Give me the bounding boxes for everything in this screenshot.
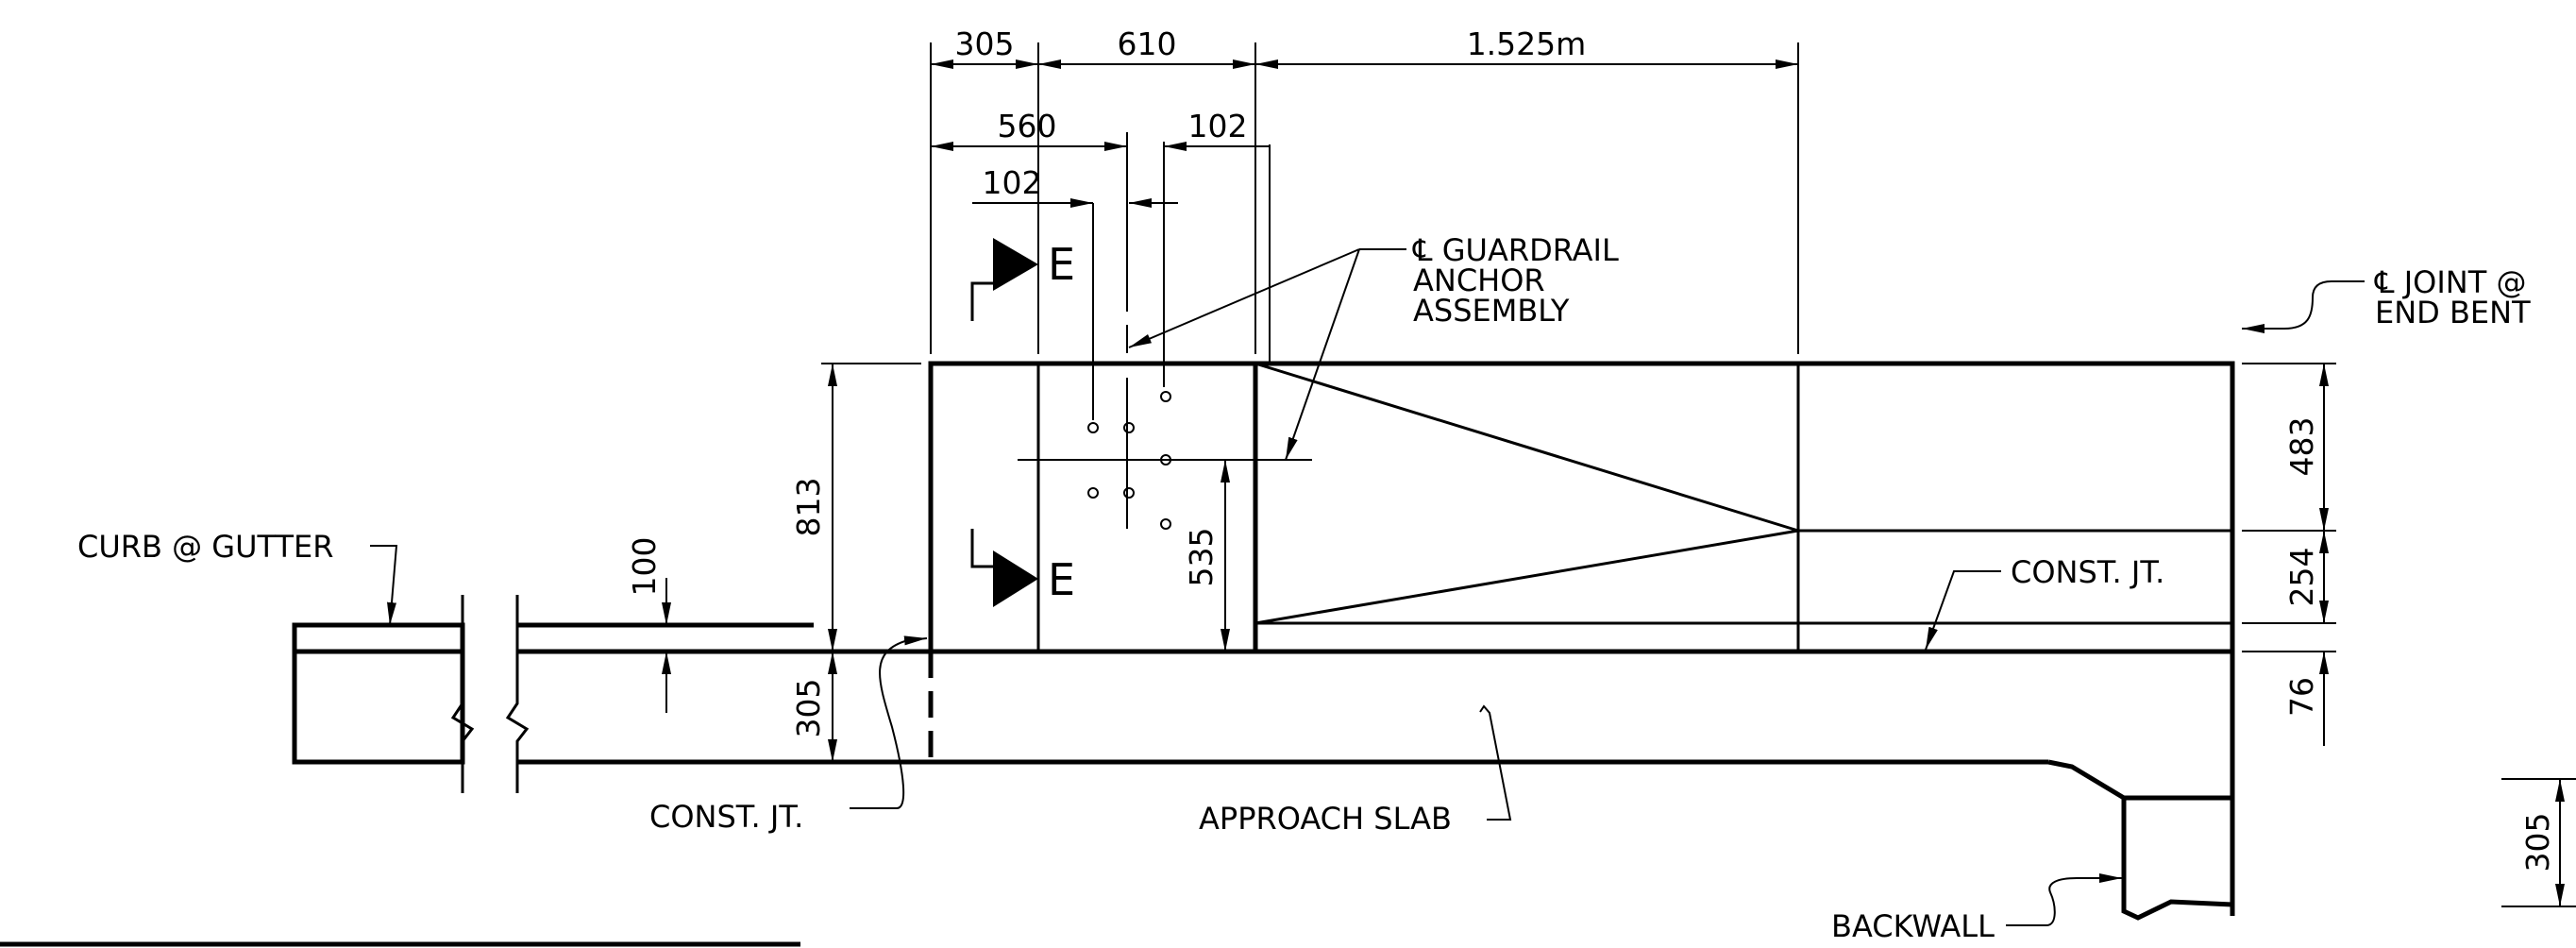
dim-100: 100 (626, 537, 663, 597)
bolt-hole (1160, 454, 1171, 466)
callouts: ℄ GUARDRAIL ANCHOR ASSEMBLY ℄ JOINT @ EN… (77, 232, 2531, 944)
leader-const-jt-left (850, 635, 928, 809)
anchor-assembly (1018, 142, 1312, 530)
break-line-1 (450, 595, 475, 793)
backwall-outline (2121, 798, 2235, 921)
bolt-hole (1123, 422, 1135, 433)
dim-102-right: 102 (1188, 108, 1248, 144)
leader-joint (2242, 280, 2365, 333)
bolt-hole (1160, 391, 1171, 402)
dim-813: 813 (790, 478, 827, 537)
dim-1525-top: 1.525m (1467, 25, 1587, 62)
label-guardrail-line1: ℄ GUARDRAIL (1412, 232, 1619, 268)
dim-254: 254 (2283, 548, 2320, 607)
label-approach-slab: APPROACH SLAB (1199, 801, 1452, 837)
curb-left-block (292, 622, 465, 765)
parapet-block (928, 361, 2235, 654)
section-mark-upper: E (970, 238, 1075, 321)
slab-haunch (2047, 759, 2232, 801)
dim-535: 535 (1183, 528, 1220, 587)
bolt-hole (1160, 518, 1171, 530)
dim-560: 560 (998, 108, 1057, 144)
label-const-jt-right: CONST. JT. (2011, 554, 2164, 590)
section-arrow-upper-icon (993, 238, 1038, 291)
left-dimensions: 813 305 100 535 (626, 363, 1230, 762)
dim-305-right: 305 (2519, 813, 2556, 872)
section-leg-upper (970, 281, 993, 321)
section-arrow-lower-icon (993, 550, 1038, 607)
section-letter-lower: E (1048, 554, 1075, 605)
label-backwall: BACKWALL (1831, 908, 1995, 944)
dim-305-top: 305 (955, 25, 1015, 62)
section-mark-lower: E (970, 529, 1075, 607)
dim-483: 483 (2283, 417, 2320, 477)
label-curb: CURB @ GUTTER (77, 529, 334, 565)
leader-backwall (2006, 873, 2122, 926)
dim-305-left: 305 (790, 679, 827, 738)
section-leg-lower (970, 529, 993, 568)
leader-curb (370, 545, 398, 626)
label-joint-line1: ℄ JOINT @ (2374, 264, 2526, 300)
leader-guardrail-2 (1285, 248, 1360, 461)
leader-approach-slab (1479, 704, 1512, 821)
bolt-hole (1123, 487, 1135, 499)
label-guardrail-line3: ASSEMBLY (1413, 293, 1570, 329)
leader-guardrail-1 (1128, 248, 1360, 348)
section-letter-upper: E (1048, 239, 1075, 290)
dim-76: 76 (2283, 677, 2320, 717)
label-joint-line2: END BENT (2375, 295, 2531, 330)
label-const-jt-left: CONST. JT. (649, 799, 803, 835)
bolt-hole (1087, 487, 1099, 499)
dim-102-left: 102 (983, 164, 1042, 201)
top-dimensions: 305 610 1.525m 560 102 102 (930, 25, 1799, 364)
taper-upper-line (1254, 362, 1799, 533)
bolt-hole (1087, 422, 1099, 433)
structure-outline (292, 361, 2235, 921)
right-dimensions: 483 254 76 305 (2242, 363, 2576, 907)
label-guardrail-line2: ANCHOR (1413, 262, 1545, 298)
leader-const-jt-right (1925, 570, 2001, 651)
break-line-2 (505, 595, 530, 793)
taper-lower-line (1254, 529, 1799, 625)
dim-610-top: 610 (1118, 25, 1177, 62)
